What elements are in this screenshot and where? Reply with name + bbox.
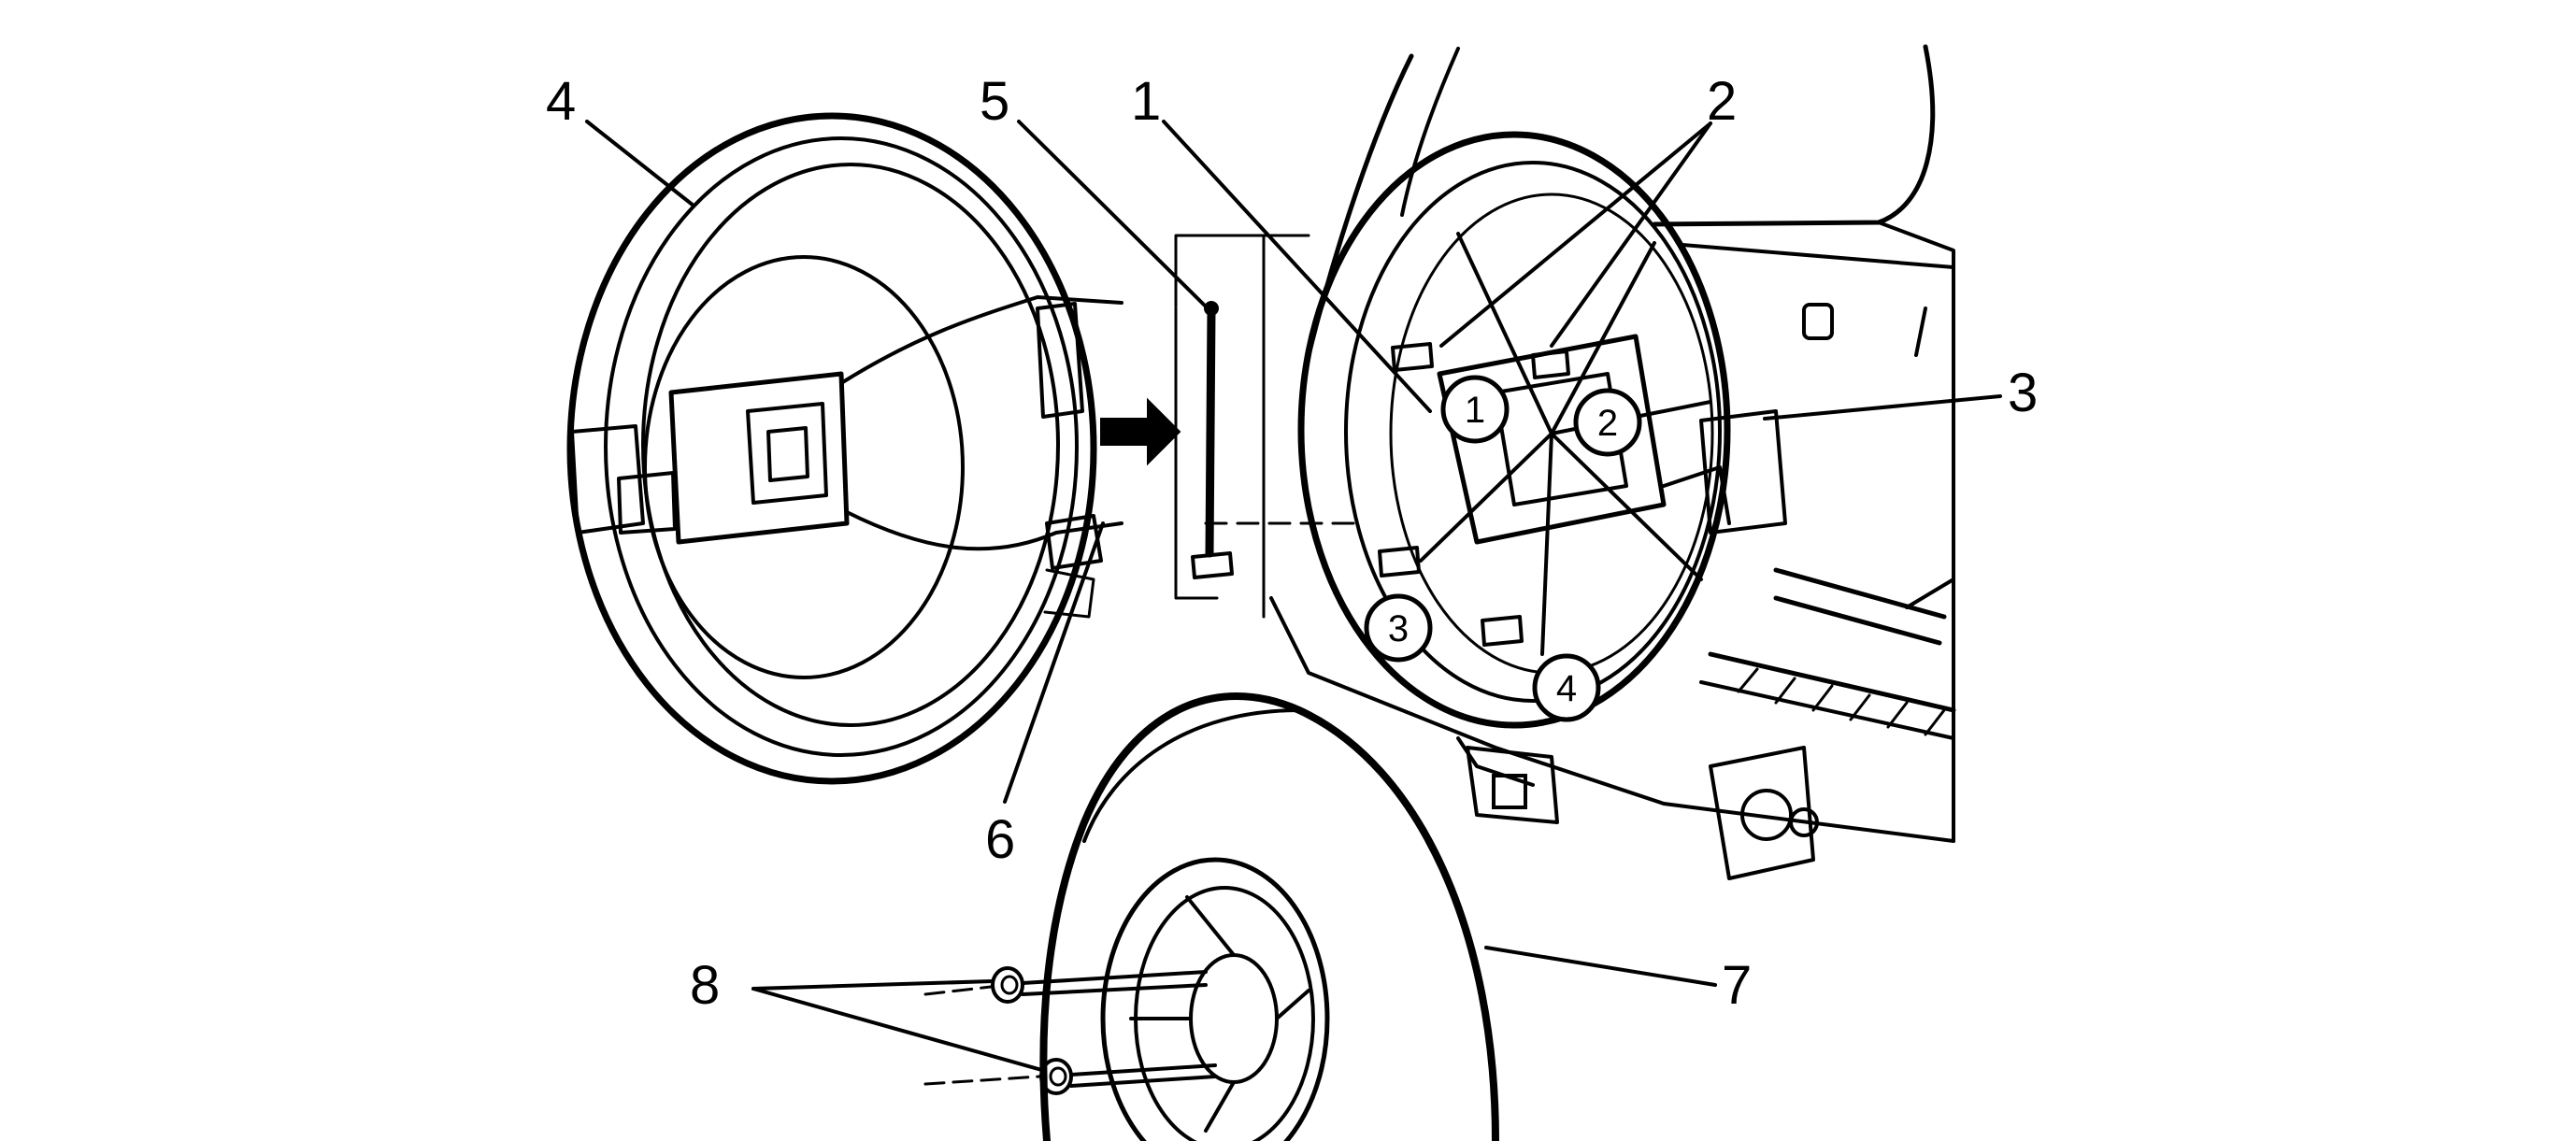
direction-arrow-icon [1100,397,1181,466]
spare-tire [1039,692,1499,1141]
spare-tire-cover [566,112,1123,785]
callout-2: 2 [1707,71,1737,132]
sequence-marker-2: 2 [1573,388,1642,457]
callout-6: 6 [985,809,1015,870]
callout-4: 4 [546,71,576,132]
detail-bracket [1174,234,1367,619]
callout-5: 5 [980,71,1009,132]
callout-7: 7 [1722,955,1752,1016]
callout-1: 1 [1131,71,1161,132]
callout-8: 8 [690,955,720,1016]
carrier-bolt [1391,342,1434,372]
leader-lines [585,120,2002,1073]
lug-nut [991,966,1024,1004]
sequence-marker-4: 4 [1532,653,1601,722]
callout-3: 3 [2008,363,2038,423]
stud-guide-lines [923,970,1217,1088]
sequence-number: 1 [1465,390,1485,431]
sequence-marker-3: 3 [1364,593,1433,663]
carrier-bolt [1531,349,1570,379]
carrier-bolt [1481,615,1524,647]
cable-rod [1191,301,1234,579]
vehicle-rear-body [1269,44,1956,880]
sequence-number: 4 [1556,668,1577,709]
carrier-bolt [1378,546,1421,578]
sequence-number: 2 [1597,403,1618,444]
sequence-marker-1: 1 [1440,375,1510,444]
sequence-number: 3 [1388,608,1409,649]
